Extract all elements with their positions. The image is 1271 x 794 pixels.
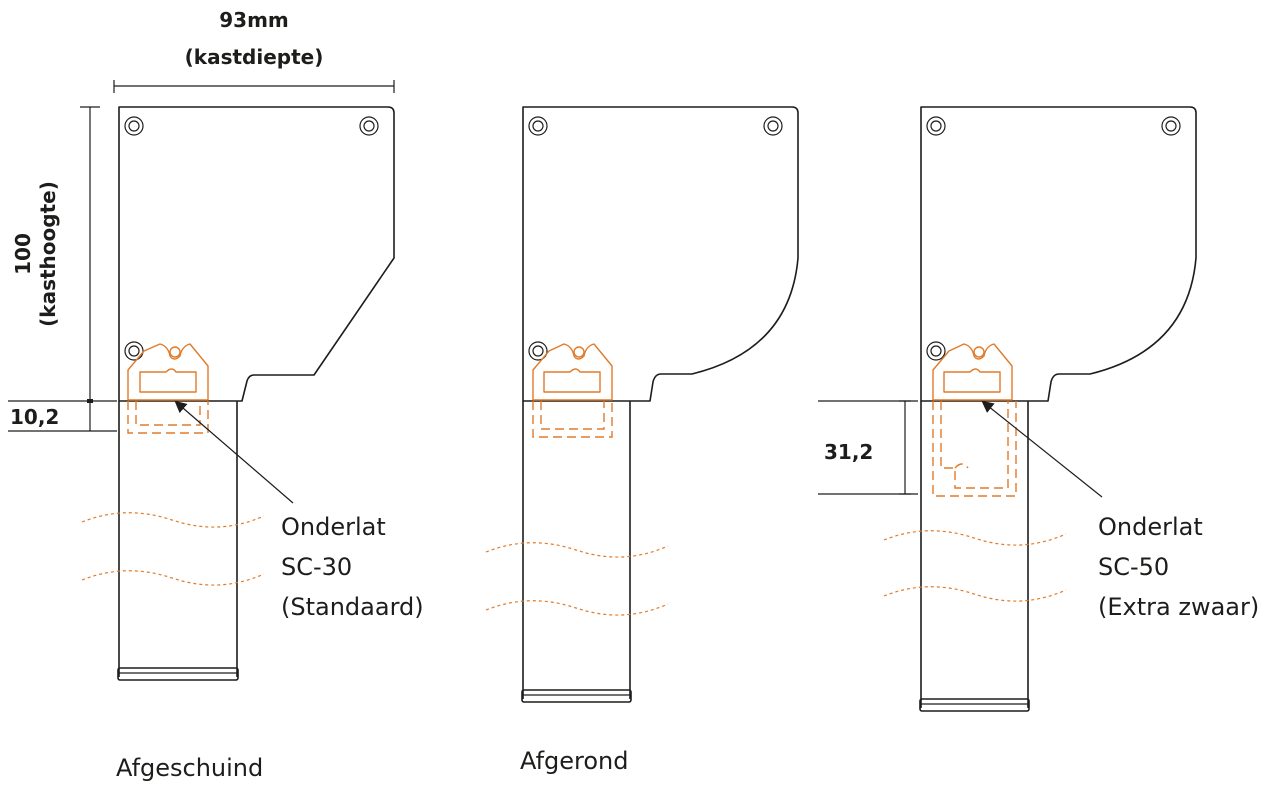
cassette-box: [920, 106, 1197, 402]
callout-sc50-line2: SC-50: [1098, 553, 1169, 581]
screw-icon: [124, 116, 144, 136]
width-label: (kastdiepte): [185, 45, 324, 69]
callout-sc30-line2: SC-30: [281, 553, 352, 581]
break-line: [81, 570, 265, 586]
cassette-box: [118, 106, 395, 402]
slat-offset-standard-dimension: 10,2: [8, 400, 117, 432]
caption-rounded: Afgerond: [520, 747, 628, 775]
break-line: [81, 512, 265, 528]
screw-icon: [124, 341, 144, 361]
screw-icon: [926, 341, 946, 361]
screw-icon: [528, 341, 548, 361]
guide-rail: [919, 401, 1030, 712]
slat-sc30: [127, 343, 209, 434]
callout-sc50-line3: (Extra zwaar): [1098, 593, 1259, 621]
caption-chamfered: Afgeschuind: [116, 754, 263, 782]
break-line: [883, 530, 1067, 546]
profile-rounded-heavy: [883, 106, 1197, 712]
callout-sc30: Onderlat SC-30 (Standaard): [281, 513, 424, 621]
screw-icon: [1161, 116, 1181, 136]
callout-arrow: [174, 400, 294, 504]
screw-icon: [528, 116, 548, 136]
slat-offset-standard-value: 10,2: [10, 405, 59, 429]
screw-icon: [763, 116, 783, 136]
cassette-box: [522, 106, 799, 402]
guide-rail: [521, 401, 632, 703]
break-line: [485, 600, 669, 616]
guide-rail: [117, 401, 239, 681]
break-line: [485, 542, 669, 558]
callout-sc30-line3: (Standaard): [281, 593, 424, 621]
screw-icon: [926, 116, 946, 136]
callout-sc50-line1: Onderlat: [1098, 513, 1203, 541]
screw-icon: [359, 116, 379, 136]
callout-sc30-line1: Onderlat: [281, 513, 386, 541]
callout-sc50: Onderlat SC-50 (Extra zwaar): [1098, 513, 1259, 621]
profile-chamfered: [81, 106, 395, 681]
slat-sc30: [532, 343, 613, 438]
height-label: (kasthoogte): [36, 181, 60, 327]
height-dimension: 100 (kasthoogte): [11, 106, 117, 403]
width-dimension: 93mm (kastdiepte): [113, 8, 395, 93]
slat-offset-heavy-value: 31,2: [824, 440, 873, 464]
callout-arrow: [981, 400, 1103, 498]
height-value: 100: [11, 233, 35, 275]
slat-offset-heavy-dimension: 31,2: [818, 400, 918, 495]
slat-sc50: [932, 343, 1017, 497]
width-value: 93mm: [219, 8, 289, 32]
break-line: [883, 586, 1067, 602]
profile-rounded: [485, 106, 799, 703]
